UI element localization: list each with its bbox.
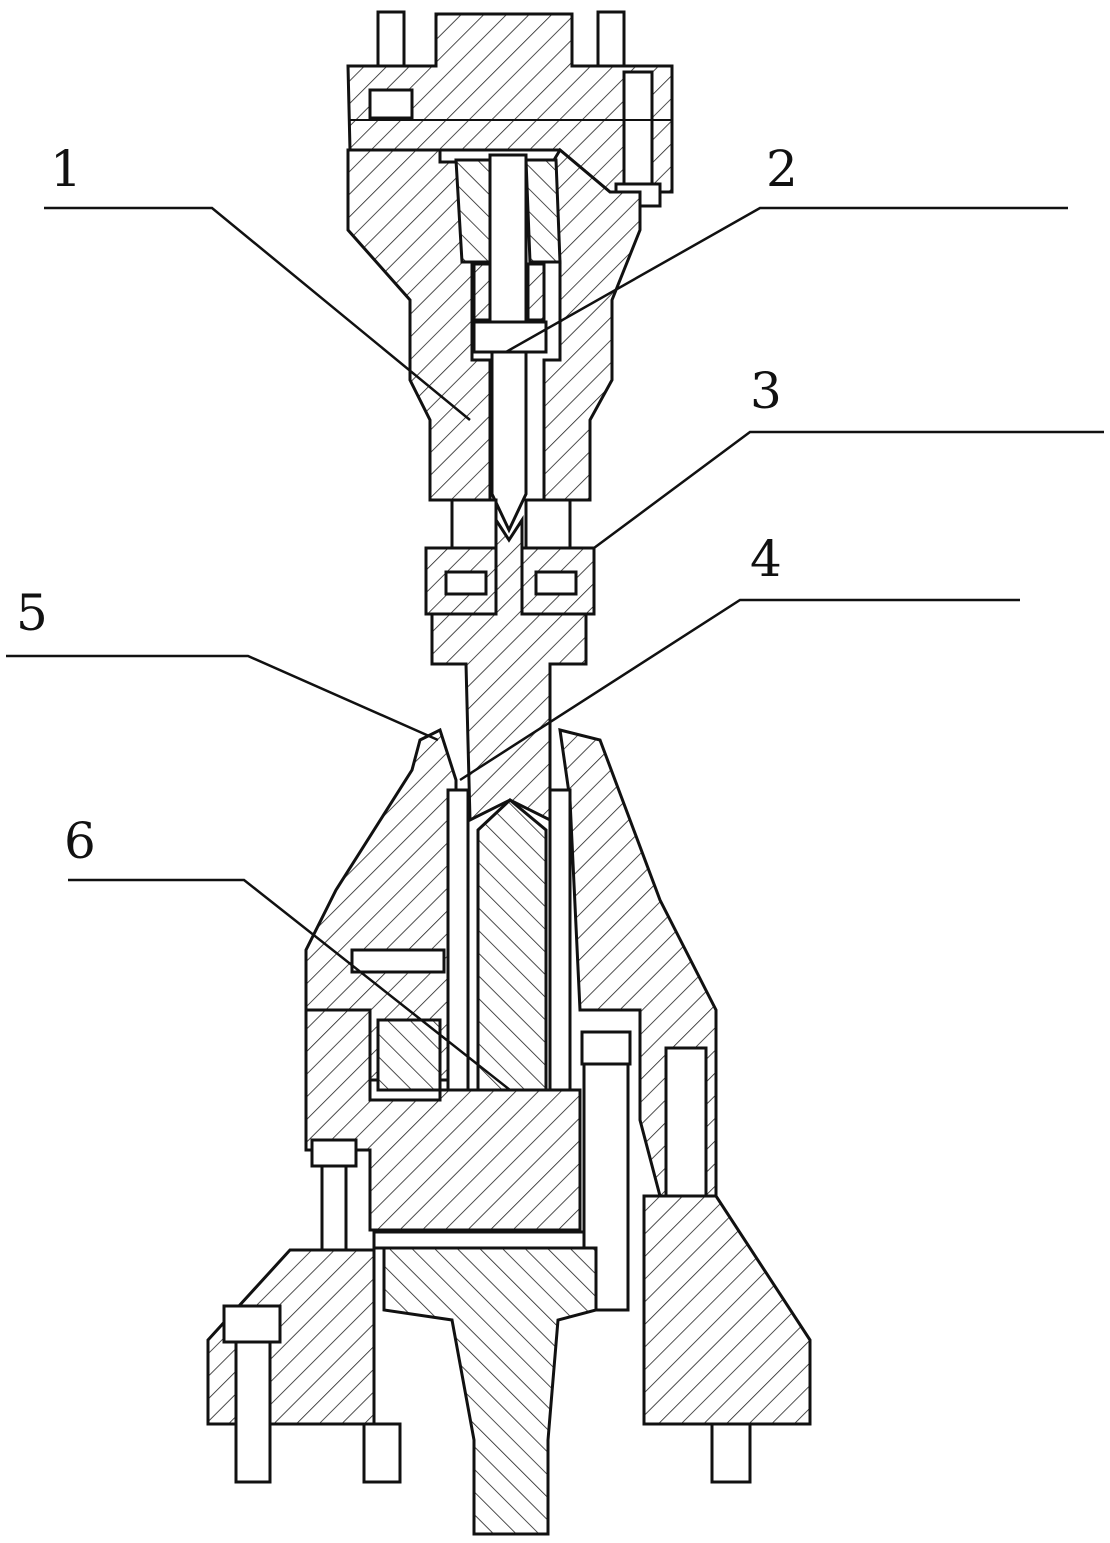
callout-6: 6 [64,812,96,870]
collar-top-left [452,500,496,548]
central-rod [490,155,526,330]
bottom-peg-1 [364,1424,400,1482]
collar-screw-left [446,572,486,594]
upper-body-part-1 [348,150,640,530]
base-bolt-left-shank [236,1342,270,1482]
left-block [378,1020,440,1090]
center-pin [478,800,546,1090]
spring-left [474,264,490,320]
base-center-block [384,1248,596,1534]
base-gap-plate [374,1232,584,1248]
leader-3 [594,432,1104,548]
far-right-bolt [666,1048,706,1196]
horizontal-pin [352,950,444,972]
inner-sleeve-right [526,160,560,262]
bottom-peg-2 [712,1424,750,1482]
base-bolt-left-head [224,1306,280,1342]
cap-side-bolt-right [624,72,652,184]
base-flange-right [644,1196,810,1424]
collar-top-right [526,500,570,548]
callout-5: 5 [16,584,48,642]
spring-right [528,264,544,320]
cap-bolt-head-left [370,90,412,118]
base-flange [208,1196,810,1534]
collar-screw-right [536,572,576,594]
callout-2: 2 [766,140,798,198]
piston-part-2 [474,322,546,352]
callout-3: 3 [750,362,782,420]
leader-5 [6,656,438,740]
tall-bolt-head [582,1032,630,1064]
callout-1: 1 [50,140,82,198]
guide-rod-right [550,790,570,1090]
inner-sleeve [456,160,490,262]
callout-4: 4 [750,530,782,588]
left-bolt-head [312,1140,356,1166]
